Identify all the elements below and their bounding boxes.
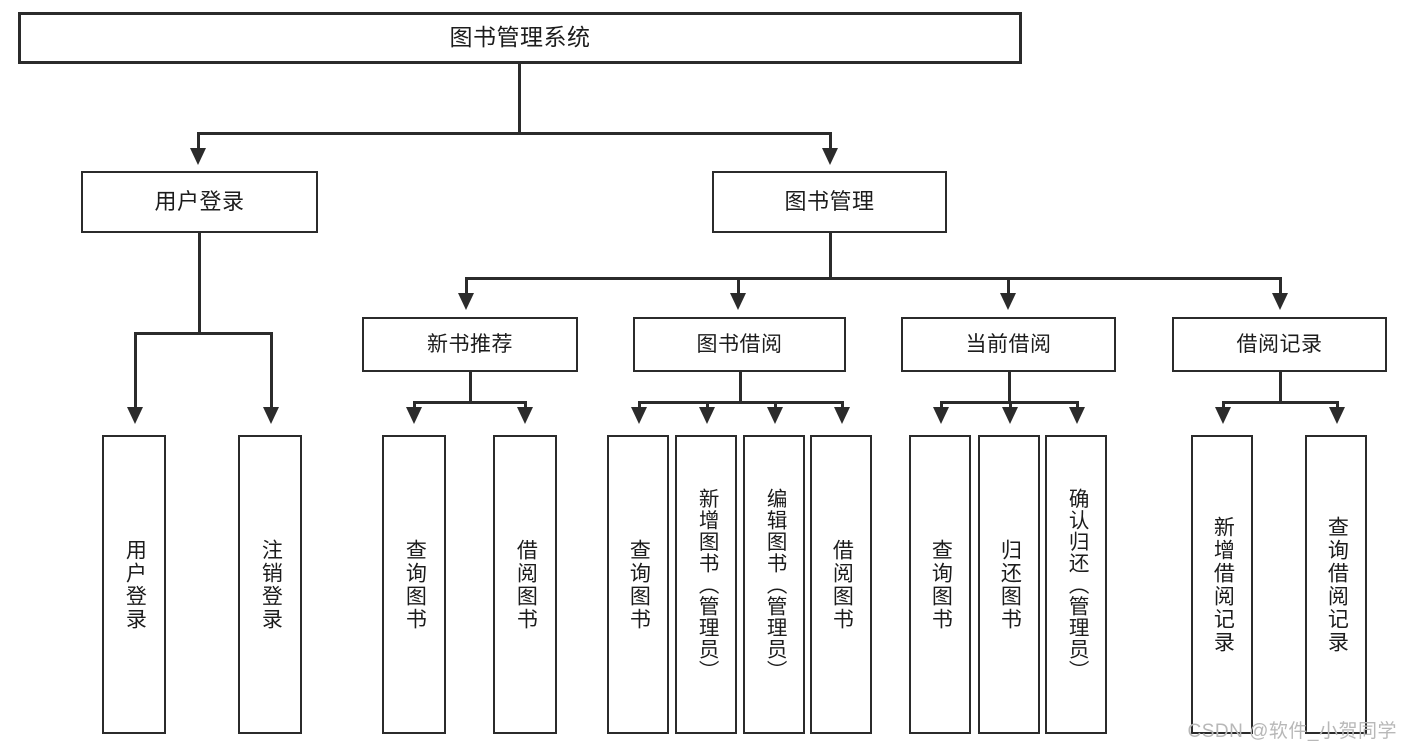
connector-borrow-to-leaf3 bbox=[774, 401, 777, 409]
leaf-query-book-borrow[interactable]: 查询图书 bbox=[607, 435, 669, 734]
arrowhead-recommend-leaf1 bbox=[406, 407, 422, 424]
connector-root-to-login bbox=[197, 132, 200, 150]
connector-borrow-stem bbox=[739, 372, 742, 403]
leaf-edit-book-admin[interactable]: 编辑图书（管理员） bbox=[743, 435, 805, 734]
node-label: 图书管理系统 bbox=[449, 24, 591, 51]
arrowhead-bookmgmt-n1 bbox=[458, 293, 474, 310]
leaf-add-book-admin[interactable]: 新增图书（管理员） bbox=[675, 435, 737, 734]
connector-root-bar bbox=[197, 132, 831, 135]
arrowhead-borrow-leaf2 bbox=[699, 407, 715, 424]
node-book-management[interactable]: 图书管理 bbox=[712, 171, 947, 233]
arrowhead-record-leaf1 bbox=[1215, 407, 1231, 424]
leaf-label: 编辑图书（管理员） bbox=[763, 487, 787, 682]
arrowhead-bookmgmt-n4 bbox=[1272, 293, 1288, 310]
connector-current-to-leaf2 bbox=[1009, 401, 1012, 409]
arrowhead-current-leaf2 bbox=[1002, 407, 1018, 424]
node-root-system[interactable]: 图书管理系统 bbox=[18, 12, 1022, 64]
leaf-borrow-book[interactable]: 借阅图书 bbox=[810, 435, 872, 734]
leaf-label: 查询图书 bbox=[627, 538, 651, 631]
connector-bookmgmt-to-n4 bbox=[1279, 277, 1282, 295]
arrowhead-borrow-leaf1 bbox=[631, 407, 647, 424]
arrowhead-bookmgmt-n2 bbox=[730, 293, 746, 310]
node-user-login[interactable]: 用户登录 bbox=[81, 171, 318, 233]
leaf-label: 新增图书（管理员） bbox=[695, 487, 719, 682]
arrowhead-borrow-leaf3 bbox=[767, 407, 783, 424]
connector-login-to-leaf1 bbox=[134, 332, 137, 409]
connector-login-to-leaf2 bbox=[270, 332, 273, 409]
connector-borrow-to-leaf2 bbox=[706, 401, 709, 409]
connector-recommend-bar bbox=[413, 401, 527, 404]
leaf-label: 借阅图书 bbox=[514, 538, 538, 631]
connector-record-to-leaf2 bbox=[1336, 401, 1339, 409]
node-label: 图书借阅 bbox=[696, 332, 783, 356]
leaf-borrow-book-recommend[interactable]: 借阅图书 bbox=[493, 435, 557, 734]
connector-root-stem bbox=[518, 64, 521, 134]
connector-bookmgmt-stem bbox=[829, 233, 832, 279]
node-label: 当前借阅 bbox=[965, 332, 1052, 356]
connector-login-stem bbox=[198, 233, 201, 334]
connector-borrow-to-leaf1 bbox=[638, 401, 641, 409]
leaf-query-book-current[interactable]: 查询图书 bbox=[909, 435, 971, 734]
connector-bookmgmt-bar bbox=[465, 277, 1281, 280]
connector-borrow-to-leaf4 bbox=[841, 401, 844, 409]
leaf-query-book-recommend[interactable]: 查询图书 bbox=[382, 435, 446, 734]
node-borrow-record[interactable]: 借阅记录 bbox=[1172, 317, 1387, 372]
leaf-label: 查询图书 bbox=[929, 538, 953, 631]
connector-record-to-leaf1 bbox=[1222, 401, 1225, 409]
connector-current-stem bbox=[1008, 372, 1011, 403]
leaf-label: 查询借阅记录 bbox=[1325, 515, 1349, 654]
connector-bookmgmt-to-n1 bbox=[465, 277, 468, 295]
connector-recommend-to-leaf2 bbox=[524, 401, 527, 409]
connector-current-to-leaf3 bbox=[1076, 401, 1079, 409]
arrowhead-recommend-leaf2 bbox=[517, 407, 533, 424]
connector-login-bar bbox=[134, 332, 272, 335]
connector-recommend-to-leaf1 bbox=[413, 401, 416, 409]
connector-recommend-stem bbox=[469, 372, 472, 403]
connector-bookmgmt-to-n2 bbox=[737, 277, 740, 295]
node-new-book-recommend[interactable]: 新书推荐 bbox=[362, 317, 578, 372]
leaf-return-book[interactable]: 归还图书 bbox=[978, 435, 1040, 734]
leaf-label: 借阅图书 bbox=[830, 538, 854, 631]
node-label: 图书管理 bbox=[784, 188, 875, 214]
watermark-text: CSDN @软件_小贺同学 bbox=[1187, 721, 1397, 742]
arrowhead-bookmgmt-n3 bbox=[1000, 293, 1016, 310]
arrowhead-borrow-leaf4 bbox=[834, 407, 850, 424]
arrowhead-login-leaf2 bbox=[263, 407, 279, 424]
leaf-query-borrow-record[interactable]: 查询借阅记录 bbox=[1305, 435, 1367, 734]
connector-current-to-leaf1 bbox=[940, 401, 943, 409]
leaf-label: 用户登录 bbox=[123, 538, 147, 631]
connector-record-stem bbox=[1279, 372, 1282, 403]
arrowhead-root-to-login bbox=[190, 148, 206, 165]
connector-root-to-bookmgmt bbox=[829, 132, 832, 150]
connector-bookmgmt-to-n3 bbox=[1007, 277, 1010, 295]
node-label: 用户登录 bbox=[154, 188, 245, 214]
leaf-user-login[interactable]: 用户登录 bbox=[102, 435, 166, 734]
node-label: 借阅记录 bbox=[1236, 332, 1323, 356]
arrowhead-current-leaf3 bbox=[1069, 407, 1085, 424]
leaf-logout[interactable]: 注销登录 bbox=[238, 435, 302, 734]
leaf-label: 归还图书 bbox=[998, 538, 1022, 631]
node-current-borrow[interactable]: 当前借阅 bbox=[901, 317, 1116, 372]
node-book-borrow[interactable]: 图书借阅 bbox=[633, 317, 846, 372]
arrowhead-root-to-bookmgmt bbox=[822, 148, 838, 165]
arrowhead-record-leaf2 bbox=[1329, 407, 1345, 424]
leaf-label: 新增借阅记录 bbox=[1211, 515, 1235, 654]
connector-borrow-bar bbox=[638, 401, 844, 404]
leaf-label: 查询图书 bbox=[403, 538, 427, 631]
leaf-confirm-return-admin[interactable]: 确认归还（管理员） bbox=[1045, 435, 1107, 734]
leaf-add-borrow-record[interactable]: 新增借阅记录 bbox=[1191, 435, 1253, 734]
leaf-label: 确认归还（管理员） bbox=[1065, 487, 1089, 682]
connector-record-bar bbox=[1222, 401, 1338, 404]
leaf-label: 注销登录 bbox=[259, 538, 283, 631]
arrowhead-current-leaf1 bbox=[933, 407, 949, 424]
arrowhead-login-leaf1 bbox=[127, 407, 143, 424]
node-label: 新书推荐 bbox=[427, 332, 513, 356]
